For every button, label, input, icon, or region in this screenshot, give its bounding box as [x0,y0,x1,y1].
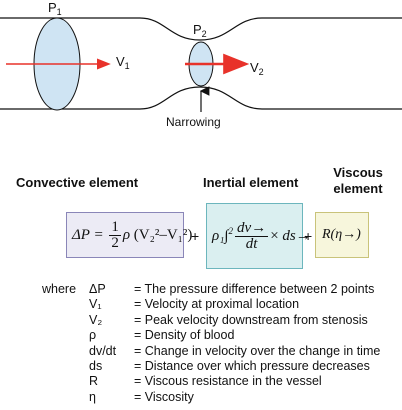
v2-label: V2 [250,60,264,77]
plus-sign-2: + [304,228,313,244]
viscous-element-box [315,212,369,258]
plus-sign-1: + [191,228,200,244]
narrowing-label: Narrowing [166,115,221,129]
convective-element-box [66,212,184,258]
v1-label: V1 [116,54,130,71]
convective-formula: ΔP = 1 2 ρ (V₂²–V₁²) [72,219,193,251]
viscous-formula: R(η→) [322,227,361,242]
inertial-formula: ρ₁∫2 dv→ dt × ds→ [212,220,311,252]
inertial-element-heading: Inertial element [203,175,299,190]
p2-label: P2 [193,22,207,39]
vessel-upper-wall [0,17,402,41]
viscous-element-heading: Viscous element [333,165,383,196]
p1-label: P1 [48,0,62,17]
convective-element-heading: Convective element [16,175,139,190]
